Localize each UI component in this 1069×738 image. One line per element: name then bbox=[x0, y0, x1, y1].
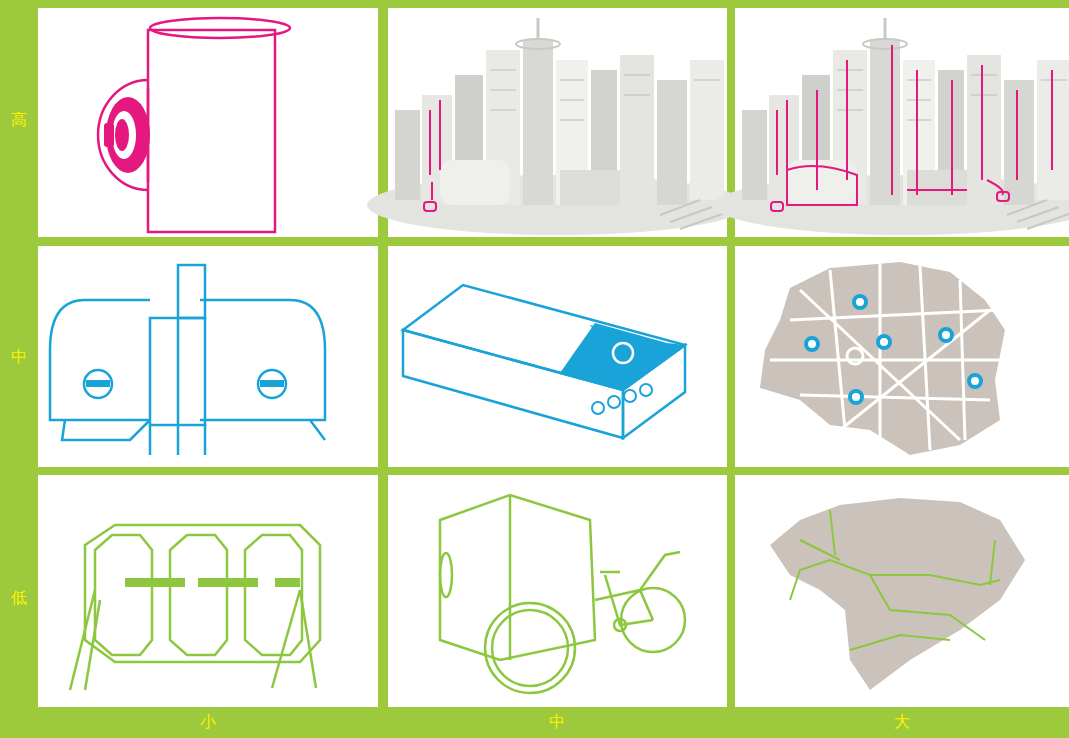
column-label: 中 bbox=[549, 713, 565, 731]
row-label: 低 bbox=[11, 589, 27, 607]
column-label: 大 bbox=[894, 713, 910, 731]
row-label: 中 bbox=[11, 348, 27, 366]
row-label: 高 bbox=[11, 111, 27, 129]
column-label: 小 bbox=[200, 713, 216, 731]
